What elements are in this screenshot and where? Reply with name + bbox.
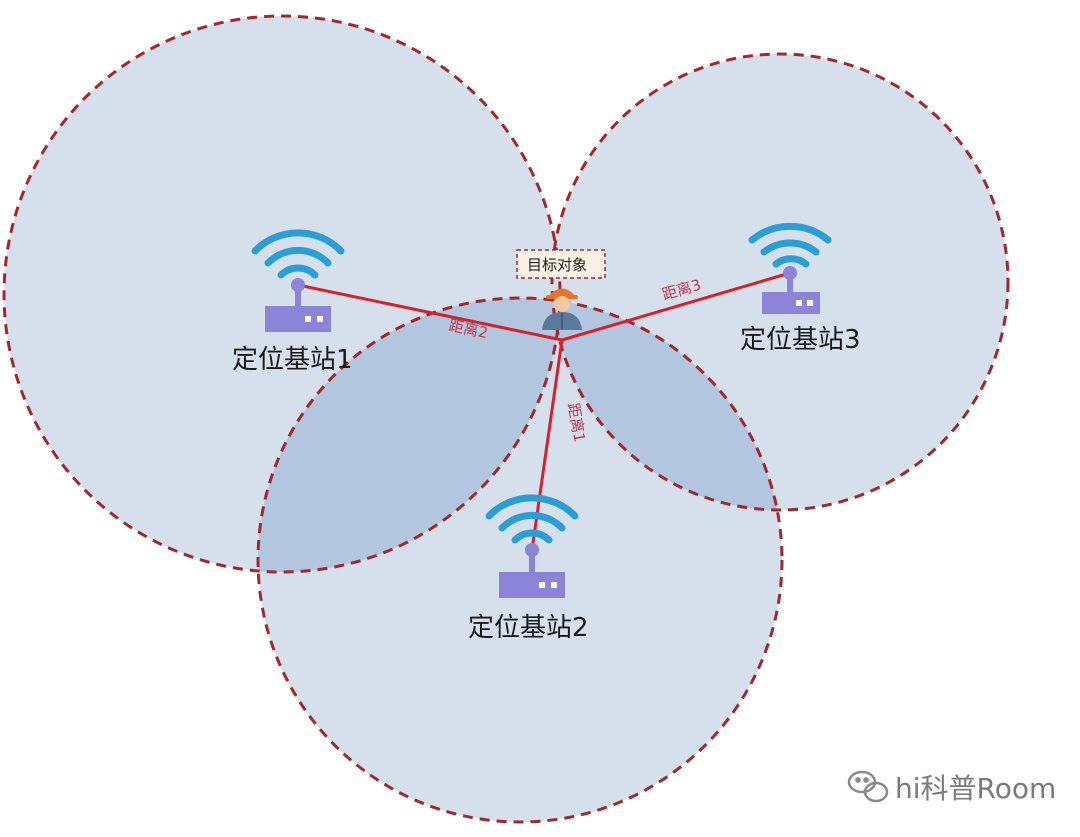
target-label: 目标对象 [527,256,587,274]
overlap-region-3-2 [552,298,782,510]
wifi-icon [251,229,345,279]
station-label-3: 定位基站3 [740,325,861,355]
distance-line-3 [561,271,791,342]
wifi-icon [485,494,579,544]
router-icon [265,278,331,332]
station-3: 定位基站3 [740,223,861,355]
router-icon [762,266,820,314]
circle-border-2 [256,296,784,824]
circle-border-3 [550,52,1010,512]
station-label-1: 定位基站1 [232,345,353,375]
watermark-text: hi科普Room [895,772,1056,805]
wechat-icon [847,770,889,803]
wifi-icon [748,223,832,268]
station-1: 定位基站1 [232,229,353,375]
watermark: hi科普Room [847,770,1056,805]
person-icon [542,288,582,330]
target-label-box [516,249,606,279]
distance-line-2 [297,283,563,342]
station-label-2: 定位基站2 [468,613,589,643]
station-2: 定位基站2 [468,494,589,643]
router-icon [499,543,565,598]
target-object: 目标对象 [516,249,606,330]
